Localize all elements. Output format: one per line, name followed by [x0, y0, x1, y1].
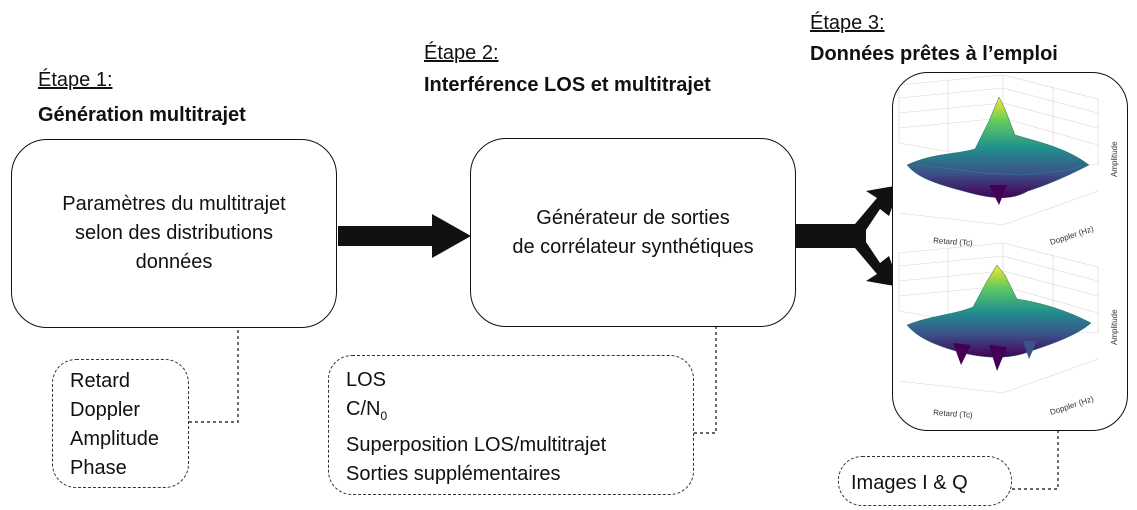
plot-i-xlabel: Retard (Tc)	[933, 236, 973, 248]
plot-i-zlabel: Amplitude	[1110, 141, 1119, 177]
split-arrow-to-outputs	[795, 185, 900, 287]
step3-title: Données prêtes à l’emploi	[810, 43, 1058, 65]
multipath-params-line-2: selon des distributions	[75, 222, 273, 244]
surface-plot-q: Retard (Tc) Doppler (Hz) Amplitude	[898, 242, 1119, 420]
note-los: LOS	[346, 369, 387, 391]
plot-q-trough-1	[953, 343, 971, 365]
arrow-step1-to-step2	[338, 214, 471, 258]
step1-title: Génération multitrajet	[38, 104, 246, 126]
multipath-params-line-1: Paramètres du multitrajet	[62, 193, 286, 215]
note-superposition: Superposition LOS/multitrajet	[346, 434, 607, 456]
plot-i-trough	[989, 185, 1007, 205]
note-phase: Phase	[70, 457, 127, 479]
note-cn0: C/N0	[346, 395, 693, 431]
generator-line-2: de corrélateur synthétiques	[512, 235, 754, 258]
note-cn0-main: C/N	[346, 398, 381, 420]
plot-q-zlabel: Amplitude	[1110, 309, 1119, 345]
plot-q-trough-2	[989, 345, 1007, 371]
step2-label: Étape 2:	[424, 42, 499, 64]
note-cn0-subscript: 0	[380, 409, 388, 423]
plot-q-trough-3	[1023, 341, 1037, 359]
note-doppler: Doppler	[70, 399, 141, 421]
note-images-iq: Images I & Q	[851, 472, 968, 494]
step1-label: Étape 1:	[38, 69, 113, 91]
generator-line-1: Générateur de sorties	[536, 206, 730, 229]
output-plots-card: Retard (Tc) Doppler (Hz) Amplitude Retar…	[892, 72, 1128, 431]
plot-q-xlabel: Retard (Tc)	[933, 408, 973, 420]
multipath-params-line-3: données	[135, 251, 213, 273]
generator-box: Générateur de sorties de corrélateur syn…	[470, 138, 796, 327]
step2-dashed-connector	[694, 326, 717, 434]
multipath-params-box: Paramètres du multitrajet selon des dist…	[11, 139, 337, 328]
note-retard: Retard	[70, 370, 131, 392]
output-plots-svg: Retard (Tc) Doppler (Hz) Amplitude Retar…	[898, 74, 1119, 420]
note-amplitude: Amplitude	[70, 428, 159, 450]
step2-outputs-note: LOS C/N0 Superposition LOS/multitrajet S…	[328, 355, 694, 495]
note-extra-outputs: Sorties supplémentaires	[346, 463, 561, 485]
plot-q-surface	[906, 264, 1092, 358]
plot-i-ylabel: Doppler (Hz)	[1049, 224, 1095, 247]
plot-i-surface	[906, 96, 1090, 198]
step3-label: Étape 3:	[810, 12, 885, 34]
surface-plot-i: Retard (Tc) Doppler (Hz) Amplitude	[898, 74, 1119, 248]
step3-dashed-connector	[1012, 430, 1059, 490]
step1-dashed-connector	[188, 330, 239, 423]
step3-images-note: Images I & Q	[838, 456, 1012, 506]
step2-title: Interférence LOS et multitrajet	[424, 74, 711, 96]
step1-parameters-note: Retard Doppler Amplitude Phase	[52, 359, 189, 488]
plot-q-ylabel: Doppler (Hz)	[1049, 394, 1095, 417]
